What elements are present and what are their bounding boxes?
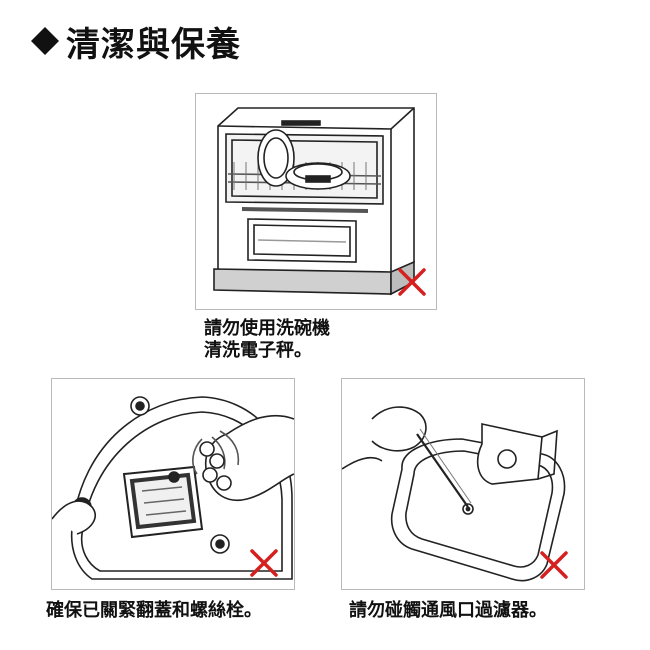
battery-cover-illustration xyxy=(51,378,295,590)
prohibited-x-icon xyxy=(398,268,426,296)
diamond-bullet-icon xyxy=(31,27,59,55)
dishwasher-caption: 請勿使用洗碗機 清洗電子秤。 xyxy=(204,318,330,362)
page-title: 清潔與保養 xyxy=(30,12,241,70)
page-title-text: 清潔與保養 xyxy=(66,24,241,65)
caption-line: 確保已關緊翻蓋和螺絲栓。 xyxy=(46,600,262,621)
vent-filter-illustration xyxy=(341,378,585,590)
prohibited-x-icon xyxy=(250,549,278,577)
caption-line: 請勿使用洗碗機 xyxy=(204,318,330,339)
caption-line: 請勿碰觸通風口過濾器。 xyxy=(349,600,547,621)
caption-line: 清洗電子秤。 xyxy=(204,340,312,361)
vent-filter-caption: 請勿碰觸通風口過濾器。 xyxy=(349,600,547,622)
battery-cover-caption: 確保已關緊翻蓋和螺絲栓。 xyxy=(46,600,262,622)
prohibited-x-icon xyxy=(540,551,568,579)
dishwasher-illustration xyxy=(195,93,437,310)
